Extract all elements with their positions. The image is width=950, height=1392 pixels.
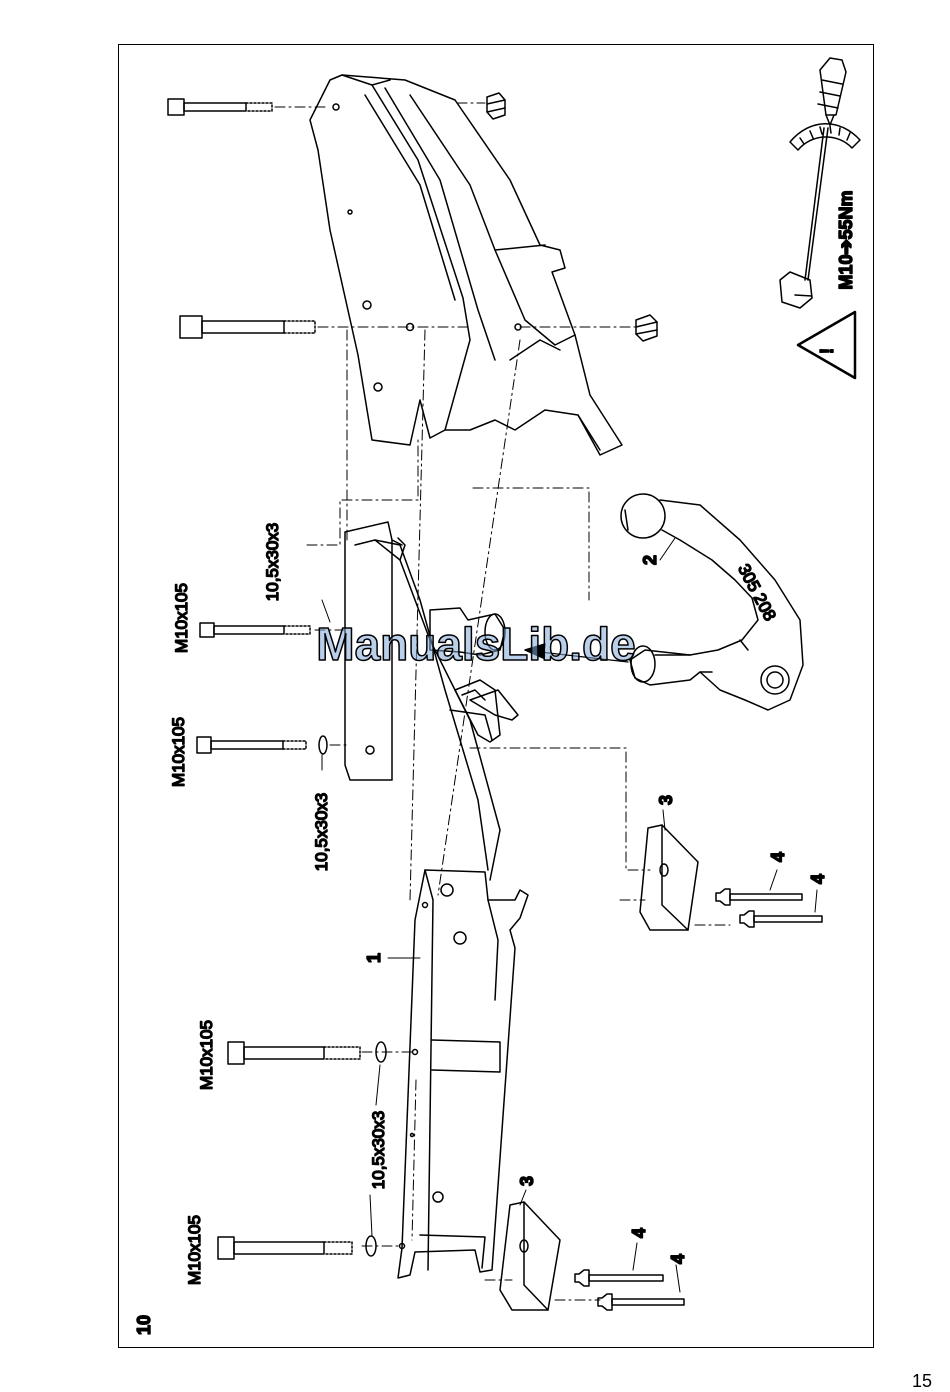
bolt-label-2: M10x105 xyxy=(169,717,188,787)
rivets-upper xyxy=(716,889,822,927)
washer-label-1: 10,5x30x3 xyxy=(263,523,282,601)
washer-label-2: 10,5x30x3 xyxy=(312,793,331,871)
part-label-3-lower: 3 xyxy=(517,1176,537,1186)
warning-triangle-icon xyxy=(798,312,855,378)
part-label-1: 1 xyxy=(364,953,384,963)
bolt-top-2 xyxy=(180,316,315,338)
step-number: 10 xyxy=(134,1315,154,1335)
mounting-plate xyxy=(345,522,500,880)
tow-ball xyxy=(621,494,803,710)
nut-top xyxy=(487,93,505,119)
bolt-low-2 xyxy=(218,1236,376,1259)
part-label-2: 2 xyxy=(640,555,660,565)
part-label-3-upper: 3 xyxy=(656,795,676,805)
part-label-4-c: 4 xyxy=(629,1228,649,1238)
spacer-plate-upper xyxy=(640,825,698,930)
part-label-4-b: 4 xyxy=(808,874,828,884)
part-label-4-a: 4 xyxy=(768,852,788,862)
bolt-label-1: M10x105 xyxy=(172,583,191,653)
socket-plates xyxy=(450,680,518,742)
watermark: ManualsLib.de xyxy=(316,618,635,670)
bolt-mid-1 xyxy=(200,623,310,637)
page-number: 15 xyxy=(912,1371,932,1392)
bolt-top-1 xyxy=(168,99,272,115)
warning-symbol: ! xyxy=(817,348,837,354)
rivets-lower xyxy=(575,1270,684,1310)
part-label-4-d: 4 xyxy=(668,1254,688,1264)
washer-label-3: 10,5x30x3 xyxy=(369,1111,388,1189)
bolt-label-3: M10x105 xyxy=(197,1020,216,1090)
bolt-low-1 xyxy=(228,1042,386,1064)
spacer-plate-lower xyxy=(500,1202,560,1310)
nut-middle xyxy=(636,315,657,341)
bolt-label-4: M10x105 xyxy=(185,1215,204,1285)
bolt-mid-2 xyxy=(197,736,327,754)
bumper-bracket xyxy=(310,75,622,455)
torque-spec: M10➔55Nm xyxy=(836,190,856,289)
